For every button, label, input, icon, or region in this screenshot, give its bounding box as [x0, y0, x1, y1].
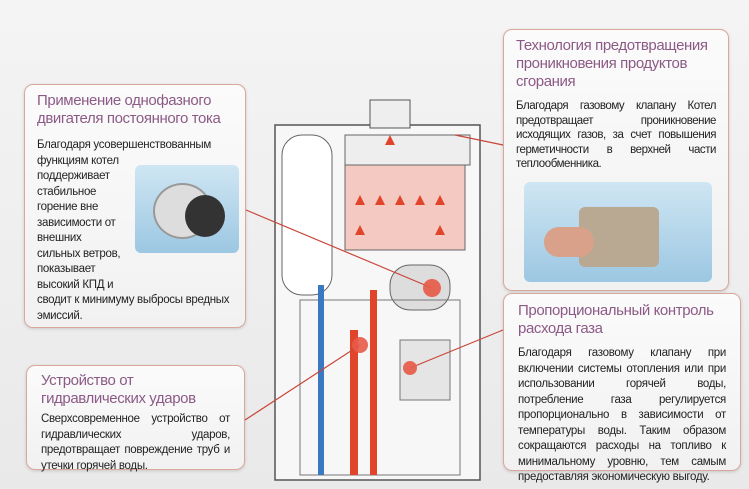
fan-motor-image: [135, 165, 239, 253]
callout-text: Сверхсовременное устройство от гидравлич…: [41, 413, 230, 472]
callout-text: Благодаря газовому клапану Котел предотв…: [516, 100, 716, 170]
callout-title: Пропорциональный контроль расхода газа: [518, 302, 714, 337]
callout-dots: [352, 279, 441, 375]
callout-dc-motor: Применение однофазного двигателя постоян…: [24, 84, 246, 328]
callout-title: Устройство от гидравлических ударов: [41, 372, 196, 407]
callout-text: Благодаря газовому клапану при включении…: [518, 347, 726, 483]
boiler-body: [274, 99, 481, 481]
heat-exchanger-image: [524, 181, 712, 282]
callout-flue-gas-protection: Технология предотвращения проникновения …: [503, 29, 729, 291]
flow-arrows: [355, 135, 445, 235]
callout-title: Применение однофазного двигателя постоян…: [37, 92, 221, 127]
callout-gas-control: Пропорциональный контроль расхода газа Б…: [503, 293, 741, 483]
callout-title: Технология предотвращения проникновения …: [516, 37, 708, 90]
callout-water-hammer: Устройство от гидравлических ударов Свер…: [26, 365, 245, 472]
connector-lines: [244, 134, 504, 421]
